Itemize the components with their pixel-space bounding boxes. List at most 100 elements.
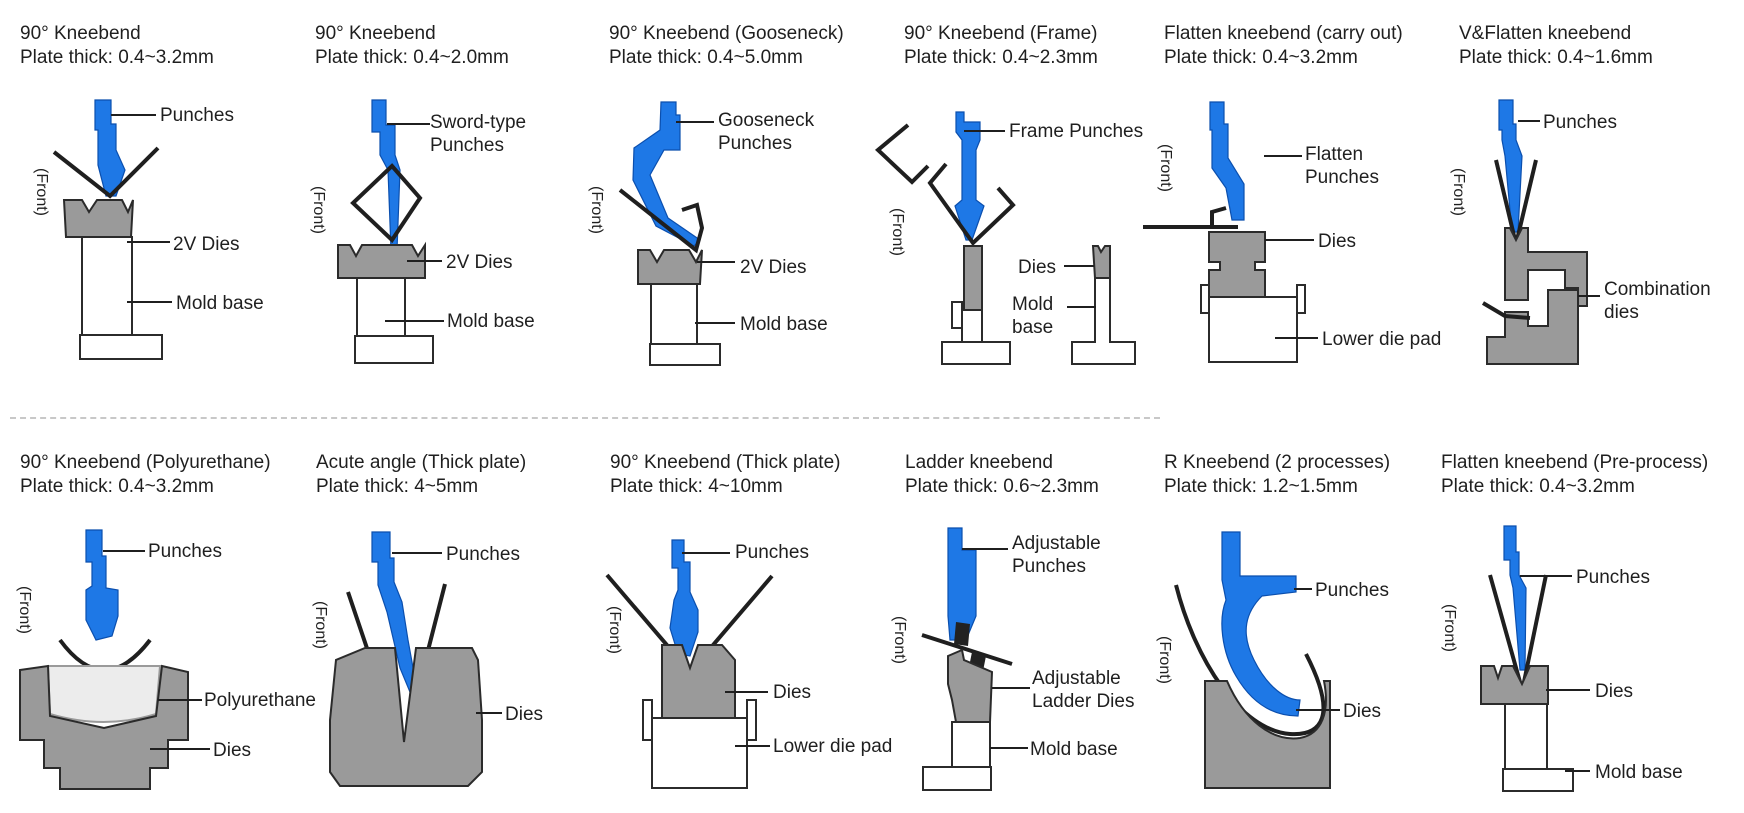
base-plate [79, 334, 163, 360]
panel-title: 90° Kneebend [315, 23, 436, 44]
panel-title: 90° Kneebend (Polyurethane) [20, 452, 271, 473]
front-label: (Front) [606, 606, 623, 654]
label-punches: Punches [446, 544, 520, 565]
front-label: (Front) [891, 616, 908, 664]
label-ladder-dies: Ladder Dies [1032, 691, 1134, 712]
label-mold-base: Mold base [176, 293, 264, 314]
front-label: (Front) [312, 601, 329, 649]
label-punches: Punches [160, 105, 234, 126]
front-label: (Front) [310, 186, 327, 234]
workpiece-v-right [1522, 574, 1548, 683]
label-lower-die-pad: Lower die pad [1322, 329, 1441, 350]
label-adjustable: Adjustable [1012, 533, 1101, 554]
panel-thickness: Plate thick: 0.6~2.3mm [905, 476, 1099, 497]
label-adjustable-die: Adjustable [1032, 668, 1121, 689]
base-plate [354, 335, 434, 364]
label-2v-dies: 2V Dies [446, 252, 513, 273]
gooseneck-punch [632, 101, 701, 247]
label-2v-dies: 2V Dies [173, 234, 240, 255]
workpiece-frame [350, 163, 423, 244]
mold-base [650, 283, 698, 345]
mold-base [81, 236, 133, 336]
panel-title: 90° Kneebend (Thick plate) [610, 452, 841, 473]
panel-title: Flatten kneebend (Pre-process) [1441, 452, 1709, 473]
polyurethane-die [19, 664, 189, 790]
workpiece-upper-fold [874, 123, 930, 185]
panel-title: V&Flatten kneebend [1459, 23, 1632, 44]
combination-die [1504, 227, 1588, 307]
label-dies: Dies [213, 740, 251, 761]
panel-header: 90° Kneebend Plate thick: 0.4~3.2mm [20, 22, 214, 70]
label-dies: Dies [1595, 681, 1633, 702]
base-plate [941, 341, 1011, 365]
row-divider [10, 417, 1160, 419]
label-gooseneck: Gooseneck [718, 110, 815, 131]
label-mold-base: Mold base [447, 311, 535, 332]
combination-die-lower [1486, 289, 1579, 365]
label-punches: Punches [1576, 567, 1650, 588]
mold-base [356, 277, 406, 337]
workpiece-sheet [1174, 584, 1326, 737]
mold-clamp [951, 301, 963, 329]
label-base: base [1012, 317, 1053, 338]
frame-punch [954, 111, 985, 241]
workpiece-flat [1481, 301, 1531, 320]
r-punch [1221, 531, 1301, 717]
panel-title: Ladder kneebend [905, 452, 1053, 473]
lower-die-pad [651, 717, 748, 789]
label-punches: Punches [148, 541, 222, 562]
front-label: (Front) [1156, 636, 1173, 684]
front-label: (Front) [33, 168, 50, 216]
front-label: (Front) [1450, 168, 1467, 216]
workpiece-sheet [618, 188, 705, 254]
workpiece-v-left [1494, 159, 1517, 241]
lower-die-pad [1208, 296, 1298, 363]
ladder-step-1 [954, 622, 970, 646]
mold-base [1504, 703, 1548, 770]
label-dies: Dies [505, 704, 543, 725]
acute-die [329, 647, 483, 787]
label-lower-die-pad: Lower die pad [773, 736, 892, 757]
workpiece-sheet [52, 146, 160, 199]
label-dies: Dies [1318, 231, 1356, 252]
label-dies: Dies [1018, 257, 1056, 278]
base-plate [922, 766, 992, 791]
panel-title: 90° Kneebend (Frame) [904, 23, 1098, 44]
side-mold-base [1071, 277, 1136, 365]
r-die [1204, 680, 1331, 789]
label-mold: Mold [1012, 294, 1053, 315]
label-punches: Punches [430, 135, 504, 156]
workpiece-v-right [1515, 159, 1538, 241]
panel-title: R Kneebend (2 processes) [1164, 452, 1391, 473]
front-label: (Front) [1157, 144, 1174, 192]
front-label: (Front) [16, 586, 33, 634]
front-label: (Front) [1441, 604, 1458, 652]
label-punches: Punches [1305, 167, 1379, 188]
label-2v-dies: 2V Dies [740, 257, 807, 278]
adjustable-punch [947, 527, 977, 641]
label-punches: Punches [718, 133, 792, 154]
label-punches: Punches [1315, 580, 1389, 601]
panel-thickness: Plate thick: 0.4~3.2mm [20, 47, 214, 68]
flatten-punch [1209, 101, 1245, 221]
v-die [1480, 665, 1549, 705]
label-punches: Punches [1543, 112, 1617, 133]
panel-thickness: Plate thick: 0.4~2.0mm [315, 47, 509, 68]
panel-title: 90° Kneebend (Gooseneck) [609, 23, 844, 44]
base-plate [649, 343, 721, 366]
panel-thickness: Plate thick: 0.4~5.0mm [609, 47, 803, 68]
base-plate [1502, 768, 1574, 792]
mold-base [951, 721, 991, 768]
label-dies: Dies [1343, 701, 1381, 722]
panel-title: Flatten kneebend (carry out) [1164, 23, 1403, 44]
